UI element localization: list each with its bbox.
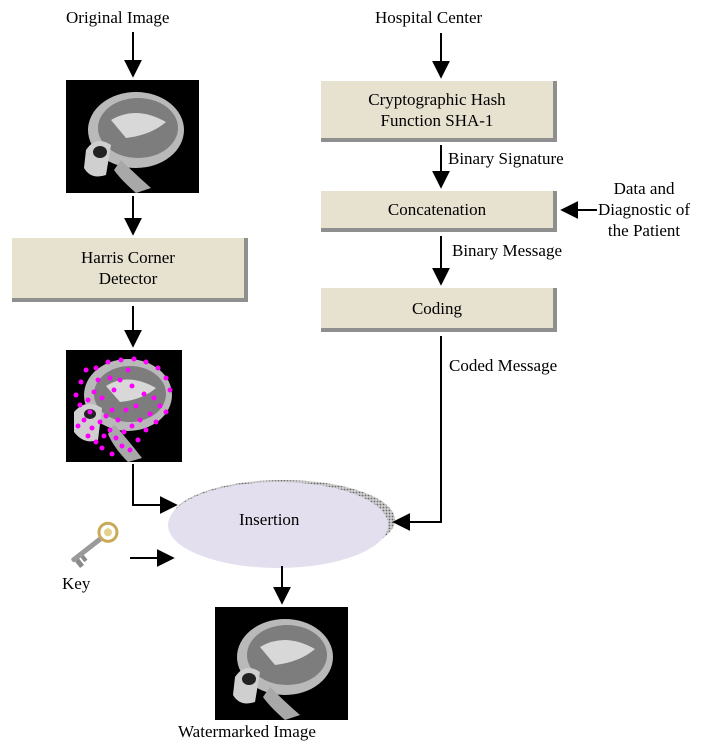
insertion-ellipse-shape: [168, 482, 388, 568]
watermarked-image-label: Watermarked Image: [178, 722, 316, 741]
key-label: Key: [62, 574, 91, 593]
insertion-label: Insertion: [239, 510, 300, 529]
sha1-hash-box: Cryptographic Hash Function SHA-1: [321, 81, 557, 142]
patient-data-label: Data and Diagnostic of the Patient: [598, 179, 691, 240]
arrow-coding-to-insertion: [392, 336, 442, 531]
mri-watermarked-icon: [233, 619, 333, 720]
coding-box: Coding: [321, 288, 557, 332]
arrow-corners-to-insertion: [132, 464, 178, 514]
insertion-ellipse: [168, 480, 395, 568]
hospital-center-label: Hospital Center: [375, 8, 483, 27]
mri-head-icon: [84, 92, 184, 193]
harris-corner-detector-box: Harris Corner Detector: [12, 238, 248, 302]
mri-corners-icon: [73, 356, 173, 462]
corner-detected-mri-image: [66, 350, 182, 462]
original-mri-image: [66, 80, 199, 193]
sha1-hash-label: Cryptographic Hash Function SHA-1: [368, 89, 506, 130]
harris-label: Harris Corner Detector: [81, 248, 175, 288]
concatenation-label: Concatenation: [387, 200, 487, 219]
key-icon: [71, 521, 119, 569]
concatenation-box: Concatenation: [321, 191, 557, 232]
binary-signature-label: Binary Signature: [448, 149, 564, 168]
original-image-label: Original Image: [66, 8, 170, 27]
watermarked-mri-image: [215, 607, 348, 720]
coding-label: Coding: [411, 298, 463, 318]
coded-message-label: Coded Message: [449, 356, 558, 375]
binary-message-label: Binary Message: [452, 241, 563, 260]
